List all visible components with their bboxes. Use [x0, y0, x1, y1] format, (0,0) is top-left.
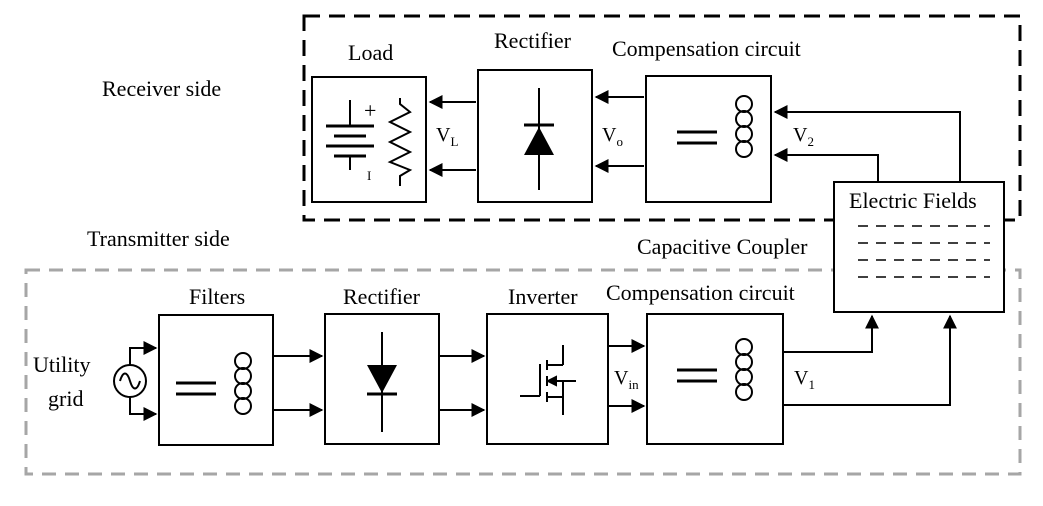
filter-capacitor-icon	[176, 381, 216, 396]
transmitter-side-label: Transmitter side	[87, 226, 230, 251]
mosfet-icon	[520, 345, 576, 415]
utility-grid-label-line2: grid	[48, 386, 83, 411]
inverter-label: Inverter	[508, 284, 578, 309]
filters-block	[158, 314, 274, 446]
filter-inductor-icon	[234, 352, 252, 415]
wire-coupler-to-comp-top	[773, 105, 961, 182]
transmitter-compensation-block	[646, 313, 784, 445]
load-minus-sign: I	[367, 168, 371, 183]
filters-label: Filters	[189, 284, 245, 309]
wire-comp-to-coupler-left	[783, 314, 879, 353]
wire-coupler-to-comp-bottom	[773, 148, 879, 182]
electric-fields-block	[833, 181, 1005, 313]
receiver-compensation-label: Compensation circuit	[612, 36, 801, 61]
battery-icon	[326, 100, 374, 170]
vin-label: Vin	[614, 367, 639, 392]
load-block	[311, 76, 427, 203]
transmitter-capacitor-icon	[677, 368, 717, 383]
wire-comp-to-coupler-right	[783, 314, 957, 406]
capacitor-icon	[677, 130, 717, 145]
receiver-side-border	[302, 14, 1022, 222]
wire-grid-to-filters-top	[129, 341, 158, 365]
receiver-side-label: Receiver side	[102, 76, 221, 101]
vl-label: VL	[436, 124, 458, 149]
diode-icon	[524, 88, 554, 190]
transmitter-inductor-icon	[735, 338, 753, 401]
wire-grid-to-filters-bottom	[129, 397, 158, 421]
receiver-rectifier-label: Rectifier	[494, 28, 572, 53]
transmitter-side-border	[24, 268, 1022, 476]
load-plus-sign: +	[364, 98, 376, 123]
transmitter-diode-icon	[367, 332, 397, 432]
inductor-icon	[735, 95, 753, 158]
v1-label: V1	[794, 367, 815, 392]
electric-fields-label: Electric Fields	[849, 188, 977, 213]
resistor-icon	[387, 98, 413, 186]
ac-source-icon	[113, 364, 147, 398]
vo-label: Vo	[602, 124, 623, 149]
field-lines-icon	[858, 225, 990, 278]
transmitter-compensation-label: Compensation circuit	[606, 280, 795, 305]
v2-label: V2	[793, 124, 814, 149]
capacitive-coupler-label: Capacitive Coupler	[637, 234, 808, 259]
receiver-compensation-block	[645, 75, 772, 203]
utility-grid-label-line1: Utility	[33, 352, 90, 377]
load-label: Load	[348, 40, 393, 65]
transmitter-rectifier-label: Rectifier	[343, 284, 421, 309]
